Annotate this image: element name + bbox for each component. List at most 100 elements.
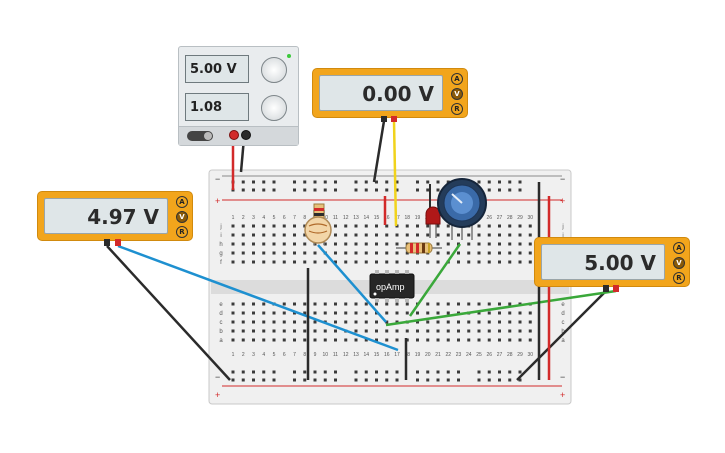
breadboard-hole[interactable] <box>334 188 337 192</box>
right-meter-black-wire[interactable] <box>516 290 607 381</box>
breadboard-hole[interactable] <box>293 320 296 324</box>
breadboard-hole[interactable] <box>303 378 307 382</box>
breadboard-hole[interactable] <box>323 378 327 382</box>
breadboard-hole[interactable] <box>446 233 450 237</box>
breadboard-hole[interactable] <box>272 329 276 333</box>
breadboard-hole[interactable] <box>446 251 450 255</box>
breadboard-hole[interactable] <box>252 302 255 306</box>
breadboard-hole[interactable] <box>334 338 337 342</box>
breadboard-hole[interactable] <box>477 224 481 228</box>
breadboard-hole[interactable] <box>252 329 255 333</box>
breadboard-hole[interactable] <box>395 233 399 237</box>
breadboard-hole[interactable] <box>303 242 307 246</box>
board-green-wire[interactable] <box>408 243 462 317</box>
breadboard-hole[interactable] <box>528 251 532 255</box>
breadboard-hole[interactable] <box>395 320 399 324</box>
multimeter-left-com-probe[interactable] <box>104 239 110 246</box>
breadboard-hole[interactable] <box>344 224 348 228</box>
breadboard-hole[interactable] <box>467 338 471 342</box>
breadboard-hole[interactable] <box>313 251 317 255</box>
breadboard-hole[interactable] <box>395 188 399 192</box>
breadboard-hole[interactable] <box>323 338 327 342</box>
breadboard-hole[interactable] <box>487 311 491 315</box>
breadboard-hole[interactable] <box>508 242 512 246</box>
breadboard-hole[interactable] <box>477 180 481 184</box>
breadboard-hole[interactable] <box>272 251 276 255</box>
breadboard-hole[interactable] <box>405 251 409 255</box>
breadboard-hole[interactable] <box>241 260 245 264</box>
breadboard-hole[interactable] <box>528 242 532 246</box>
breadboard-hole[interactable] <box>313 320 317 324</box>
breadboard-hole[interactable] <box>272 188 276 192</box>
breadboard-hole[interactable] <box>354 311 358 315</box>
multimeter-right-mode-v[interactable]: V <box>673 257 685 269</box>
breadboard-hole[interactable] <box>375 329 378 333</box>
breadboard-hole[interactable] <box>364 251 368 255</box>
breadboard-hole[interactable] <box>354 188 358 192</box>
breadboard-hole[interactable] <box>498 320 501 324</box>
breadboard-hole[interactable] <box>528 320 532 324</box>
breadboard-hole[interactable] <box>252 260 255 264</box>
psu-negative-terminal[interactable] <box>241 130 251 140</box>
breadboard-hole[interactable] <box>231 329 235 333</box>
breadboard-hole[interactable] <box>354 233 358 237</box>
breadboard-hole[interactable] <box>334 242 337 246</box>
breadboard-hole[interactable] <box>375 251 378 255</box>
breadboard-hole[interactable] <box>467 302 471 306</box>
breadboard-hole[interactable] <box>416 311 419 315</box>
breadboard-hole[interactable] <box>313 260 317 264</box>
breadboard-hole[interactable] <box>518 338 522 342</box>
breadboard-hole[interactable] <box>487 320 491 324</box>
breadboard-hole[interactable] <box>477 302 481 306</box>
breadboard-hole[interactable] <box>498 370 501 374</box>
breadboard-hole[interactable] <box>508 338 512 342</box>
breadboard-hole[interactable] <box>231 338 235 342</box>
breadboard-hole[interactable] <box>518 180 522 184</box>
breadboard-hole[interactable] <box>508 260 512 264</box>
breadboard-hole[interactable] <box>303 302 307 306</box>
breadboard-hole[interactable] <box>303 338 307 342</box>
breadboard-hole[interactable] <box>354 302 358 306</box>
psu-voltage-knob[interactable] <box>261 57 287 83</box>
opamp-ic[interactable]: opAmp <box>369 270 415 302</box>
breadboard-hole[interactable] <box>364 370 368 374</box>
breadboard-hole[interactable] <box>395 338 399 342</box>
multimeter-left-mode-v[interactable]: V <box>176 211 188 223</box>
multimeter-top-v-probe[interactable] <box>391 116 397 122</box>
multimeter-left-v-probe[interactable] <box>115 239 121 246</box>
breadboard-hole[interactable] <box>334 233 337 237</box>
breadboard-hole[interactable] <box>334 180 337 184</box>
breadboard-hole[interactable] <box>405 302 409 306</box>
breadboard-hole[interactable] <box>323 260 327 264</box>
breadboard-hole[interactable] <box>231 311 235 315</box>
breadboard-hole[interactable] <box>518 378 522 382</box>
breadboard-hole[interactable] <box>354 260 358 264</box>
breadboard-hole[interactable] <box>313 302 317 306</box>
power-supply[interactable]: 5.00 V 1.08 mA <box>178 46 299 146</box>
breadboard-hole[interactable] <box>477 329 481 333</box>
breadboard-hole[interactable] <box>354 242 358 246</box>
breadboard-hole[interactable] <box>436 338 440 342</box>
breadboard-hole[interactable] <box>303 311 307 315</box>
breadboard-hole[interactable] <box>375 233 378 237</box>
breadboard-hole[interactable] <box>262 338 266 342</box>
breadboard-hole[interactable] <box>354 251 358 255</box>
breadboard-hole[interactable] <box>293 224 296 228</box>
breadboard-hole[interactable] <box>241 302 245 306</box>
breadboard-hole[interactable] <box>323 302 327 306</box>
breadboard-hole[interactable] <box>457 338 460 342</box>
breadboard-hole[interactable] <box>313 180 317 184</box>
breadboard-hole[interactable] <box>241 378 245 382</box>
breadboard-hole[interactable] <box>436 224 440 228</box>
breadboard-hole[interactable] <box>426 188 430 192</box>
breadboard-hole[interactable] <box>262 251 266 255</box>
breadboard-hole[interactable] <box>395 242 399 246</box>
breadboard-hole[interactable] <box>313 338 317 342</box>
breadboard-hole[interactable] <box>303 260 307 264</box>
breadboard-hole[interactable] <box>416 224 419 228</box>
breadboard-hole[interactable] <box>477 233 481 237</box>
breadboard-hole[interactable] <box>303 320 307 324</box>
breadboard-hole[interactable] <box>518 242 522 246</box>
breadboard-hole[interactable] <box>262 260 266 264</box>
breadboard-hole[interactable] <box>436 378 440 382</box>
